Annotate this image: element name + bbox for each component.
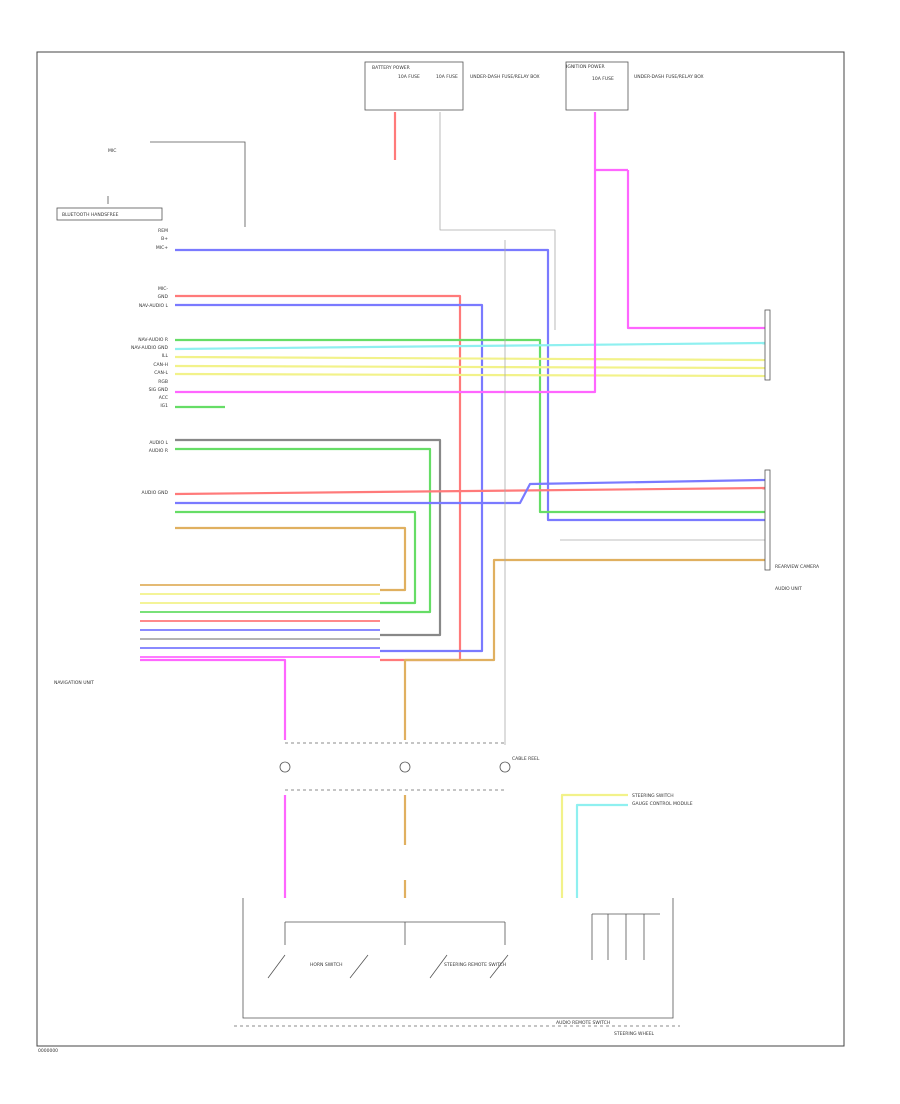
wire-red-1 [175,294,462,662]
battery-power-box: BATTERY POWER 10A FUSE 10A FUSE UNDER-DA… [364,61,540,111]
wire-green-4 [175,510,417,605]
audio-unit-component: AUDIO UNIT REARVIEW CAMERA [764,309,820,592]
wire-yellow-steer [560,793,628,898]
ignition-power-label: IGNITION POWER [566,64,605,70]
nav-pin-label: B+ [161,236,168,242]
mic-component: MIC [108,141,246,227]
ignition-power-box: IGNITION POWER 10A FUSE UNDER-DASH FUSE/… [565,61,704,111]
cable-reel-label: CABLE REEL [512,756,540,762]
audio-unit-label: AUDIO UNIT [775,586,802,592]
diagram-frame [36,51,845,1047]
wire-gray [175,438,442,637]
nav-pin-label: AUDIO GND [142,490,169,496]
nav-pin-label: NAV-AUDIO R [138,337,168,343]
wire-bundle [140,112,766,898]
nav-pin-label: CAN-L [154,370,168,376]
wire-pink-2 [626,170,765,330]
wire-yellow-2 [174,364,766,370]
fuse-a-label: 10A FUSE [398,74,420,80]
rearview-camera-label: REARVIEW CAMERA [775,564,820,570]
fuse-info-1: UNDER-DASH FUSE/RELAY BOX [470,74,540,80]
horn-switch-label: HORN SWITCH [310,962,343,968]
footer-code: 0000000 [38,1048,58,1054]
wire-orange-1 [175,526,407,592]
bluetooth-handsfree-component: BLUETOOTH HANDSFREE [56,196,163,221]
nav-pin-label: IG1 [160,403,168,409]
nav-pin-label: REM [158,228,168,234]
nav-pin-label: ILL [162,353,169,359]
nav-pin-label: ACC [159,395,168,401]
mic-label: MIC [108,148,116,154]
fuse-c-label: 10A FUSE [592,76,614,82]
wire-cyan-1 [174,341,766,351]
wire-red-2 [174,486,766,496]
steering-switch-label: STEERING SWITCH [632,793,674,799]
wire-yellow-3 [174,372,766,378]
gauge-control-label: GAUGE CONTROL MODULE [632,801,693,807]
battery-power-label: BATTERY POWER [372,65,410,71]
wire-pink-down [140,658,287,740]
nav-pin-label: SIG GND [149,387,169,393]
audio-remote-switch-label: AUDIO REMOTE SWITCH [556,1020,610,1026]
wire-green-1 [175,338,765,514]
nav-pin-label: AUDIO L [149,440,168,446]
wire-green-3 [175,447,432,614]
cable-reel-component: CABLE REEL [279,742,540,791]
nav-pin-label: CAN-H [153,362,168,368]
wire-gray-thin-1 [439,112,556,330]
nav-pin-label: GND [158,294,169,300]
nav-pin-label: MIC- [158,286,168,292]
navigation-unit-label: NAVIGATION UNIT [54,680,94,686]
wire-blue-top [175,248,765,522]
fuse-b-label: 10A FUSE [436,74,458,80]
bluetooth-handsfree-label: BLUETOOTH HANDSFREE [62,212,119,218]
steering-remote-switch-label: STEERING REMOTE SWITCH [444,962,506,968]
fuse-info-2: UNDER-DASH FUSE/RELAY BOX [634,74,704,80]
wire-blue-3 [175,478,766,505]
nav-pin-label: MIC+ [156,245,168,251]
nav-pin-label: NAV-AUDIO L [139,303,169,309]
wire-orange-2 [403,558,765,740]
wire-blue-2 [175,303,484,653]
nav-pin-label: AUDIO R [149,448,168,454]
wire-cyan-steer [575,803,628,898]
nav-pin-label: RGB [158,379,168,385]
steering-wheel-label: STEERING WHEEL [614,1031,655,1037]
wire-yellow-1 [174,355,766,362]
navigation-unit-pins: REM B+ MIC+ MIC- GND NAV-AUDIO L NAV-AUDIO R NA… [131,228,168,496]
steering-wheel-enclosure: AUDIO REMOTE SWITCH STEERING WHEEL HORN … [234,898,680,1037]
wire-pink-1 [175,170,597,394]
nav-pin-label: NAV-AUDIO GND [131,345,168,351]
